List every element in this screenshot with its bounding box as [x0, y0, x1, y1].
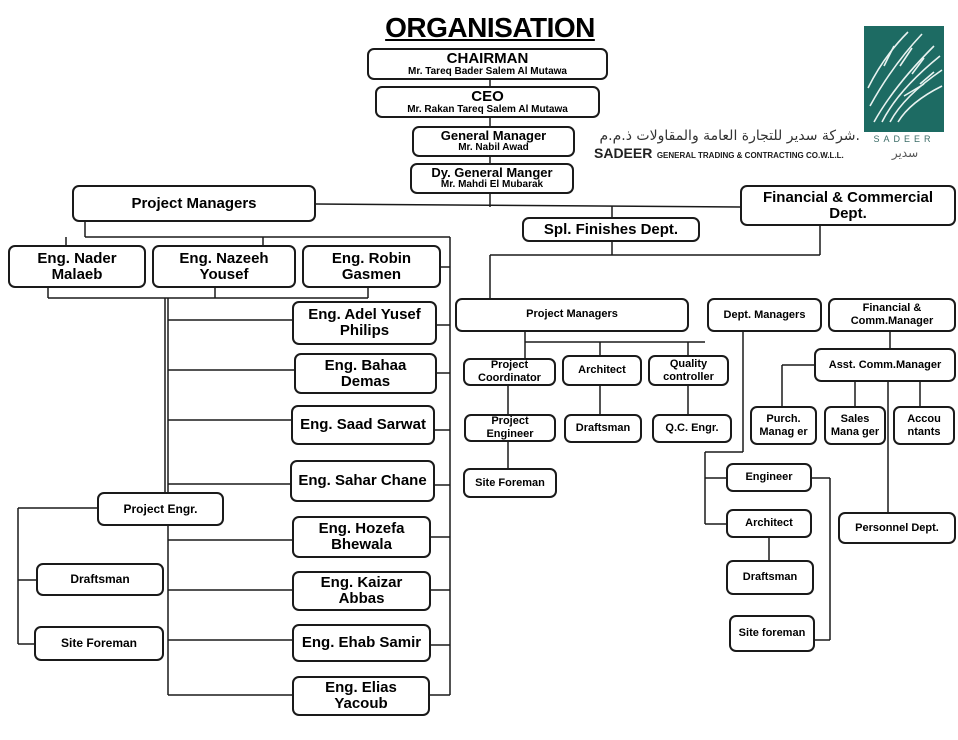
architect-box: Architect — [562, 355, 642, 386]
engineer-kaizar-box: Eng. Kaizar Abbas — [292, 571, 431, 611]
palm-icon — [867, 31, 943, 123]
sales-manager-box: Sales Mana ger — [824, 406, 886, 445]
right-architect-box: Architect — [726, 509, 812, 538]
company-name: SADEER — [594, 145, 653, 161]
engineer-robin-box: Eng. Robin Gasmen — [302, 245, 441, 288]
engineer-box: Engineer — [726, 463, 812, 492]
site-foreman-box: Site Foreman — [34, 626, 164, 661]
company-english-name: SADEER GENERAL TRADING & CONTRACTING CO.… — [594, 145, 844, 163]
dgm-role: Dy. General Manger — [431, 165, 553, 181]
engineer-bahaa-box: Eng. Bahaa Demas — [294, 353, 437, 394]
engineer-saad-box: Eng. Saad Sarwat — [291, 405, 435, 445]
chairman-box: CHAIRMAN Mr. Tareq Bader Salem Al Mutawa — [367, 48, 608, 80]
chairman-name: Mr. Tareq Bader Salem Al Mutawa — [408, 65, 567, 77]
ceo-box: CEO Mr. Rakan Tareq Salem Al Mutawa — [375, 86, 600, 118]
general-manager-box: General Manager Mr. Nabil Awad — [412, 126, 575, 157]
dept-managers-box: Dept. Managers — [707, 298, 822, 332]
engineer-adel-box: Eng. Adel Yusef Philips — [292, 301, 437, 345]
engineer-hozefa-box: Eng. Hozefa Bhewala — [292, 516, 431, 558]
project-engineer-box: Project Engineer — [464, 414, 556, 442]
gm-name: Mr. Nabil Awad — [458, 142, 529, 154]
engineer-nazeeh-box: Eng. Nazeeh Yousef — [152, 245, 296, 288]
purchase-manager-box: Purch. Manag er — [750, 406, 817, 445]
financial-commercial-dept-box: Financial & Commercial Dept. — [740, 185, 956, 226]
engineer-nader-box: Eng. Nader Malaeb — [8, 245, 146, 288]
spl-draftsman-box: Draftsman — [564, 414, 642, 443]
gm-role: General Manager — [440, 128, 547, 144]
deputy-gm-box: Dy. General Manger Mr. Mahdi El Mubarak — [410, 163, 574, 194]
special-finishes-dept-box: Spl. Finishes Dept. — [522, 217, 700, 242]
spl-project-managers-box: Project Managers — [455, 298, 689, 332]
project-managers-box: Project Managers — [72, 185, 316, 222]
engineer-sahar-box: Eng. Sahar Chane — [290, 460, 435, 502]
draftsman-box: Draftsman — [36, 563, 164, 596]
ceo-role: CEO — [471, 87, 504, 105]
quality-controller-box: Quality controller — [648, 355, 729, 386]
dgm-name: Mr. Mahdi El Mubarak — [440, 179, 544, 191]
company-arabic-name: شركة سدير للتجارة العامة والمقاولات ذ.م.… — [599, 128, 861, 144]
ceo-name: Mr. Rakan Tareq Salem Al Mutawa — [407, 103, 568, 115]
asst-comm-manager-box: Asst. Comm.Manager — [814, 348, 956, 382]
logo-wordmark: SADEER — [873, 134, 935, 144]
right-site-foreman-box: Site foreman — [729, 615, 815, 652]
engineer-elias-box: Eng. Elias Yacoub — [292, 676, 430, 716]
personnel-dept-box: Personnel Dept. — [838, 512, 956, 544]
right-draftsman-box: Draftsman — [726, 560, 814, 595]
project-engr-box: Project Engr. — [97, 492, 224, 526]
accountants-box: Accou ntants — [893, 406, 955, 445]
logo-arabic-wordmark: سدير — [891, 146, 919, 160]
financial-comm-manager-box: Financial & Comm.Manager — [828, 298, 956, 332]
company-suffix: GENERAL TRADING & CONTRACTING CO.W.L.L. — [656, 151, 844, 160]
sadeer-logo — [864, 26, 944, 132]
chairman-role: CHAIRMAN — [446, 49, 529, 67]
qc-engr-box: Q.C. Engr. — [652, 414, 732, 443]
engineer-ehab-box: Eng. Ehab Samir — [292, 624, 431, 662]
spl-site-foreman-box: Site Foreman — [463, 468, 557, 498]
project-coordinator-box: Project Coordinator — [463, 358, 556, 386]
